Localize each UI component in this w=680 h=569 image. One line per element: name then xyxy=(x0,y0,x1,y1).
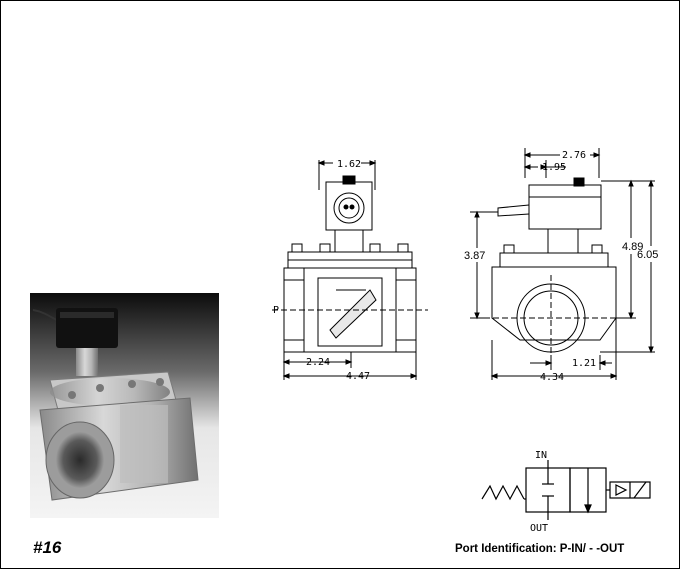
side-coil-offset-inner-dim: 1.95 xyxy=(542,162,566,173)
side-overall-width-dim: 4.34 xyxy=(540,372,564,383)
front-overall-length-dim: 4.47 xyxy=(346,371,370,382)
side-overall-height-dim: 6.05 xyxy=(637,249,658,261)
front-view-drawing xyxy=(272,160,428,380)
model-number-label: #16 xyxy=(33,538,62,557)
side-view-drawing xyxy=(470,148,655,380)
schematic-in-label: IN xyxy=(535,450,547,461)
side-coil-offset-outer-dim: 2.76 xyxy=(562,150,586,161)
valve-photo xyxy=(30,293,219,518)
side-port-offset-dim: 1.21 xyxy=(572,358,596,369)
front-half-length-dim: 2.24 xyxy=(306,357,330,368)
front-port-marker: P xyxy=(273,305,279,316)
valve-schematic-symbol xyxy=(481,460,651,520)
side-base-height-dim: 3.87 xyxy=(464,250,485,262)
side-mid-height-dim: 4.89 xyxy=(622,241,643,253)
port-identification-caption: Port Identification: P-IN/ - -OUT xyxy=(455,543,625,555)
schematic-out-label: OUT xyxy=(530,523,548,534)
front-solenoid-width-dim: 1.62 xyxy=(337,159,361,170)
